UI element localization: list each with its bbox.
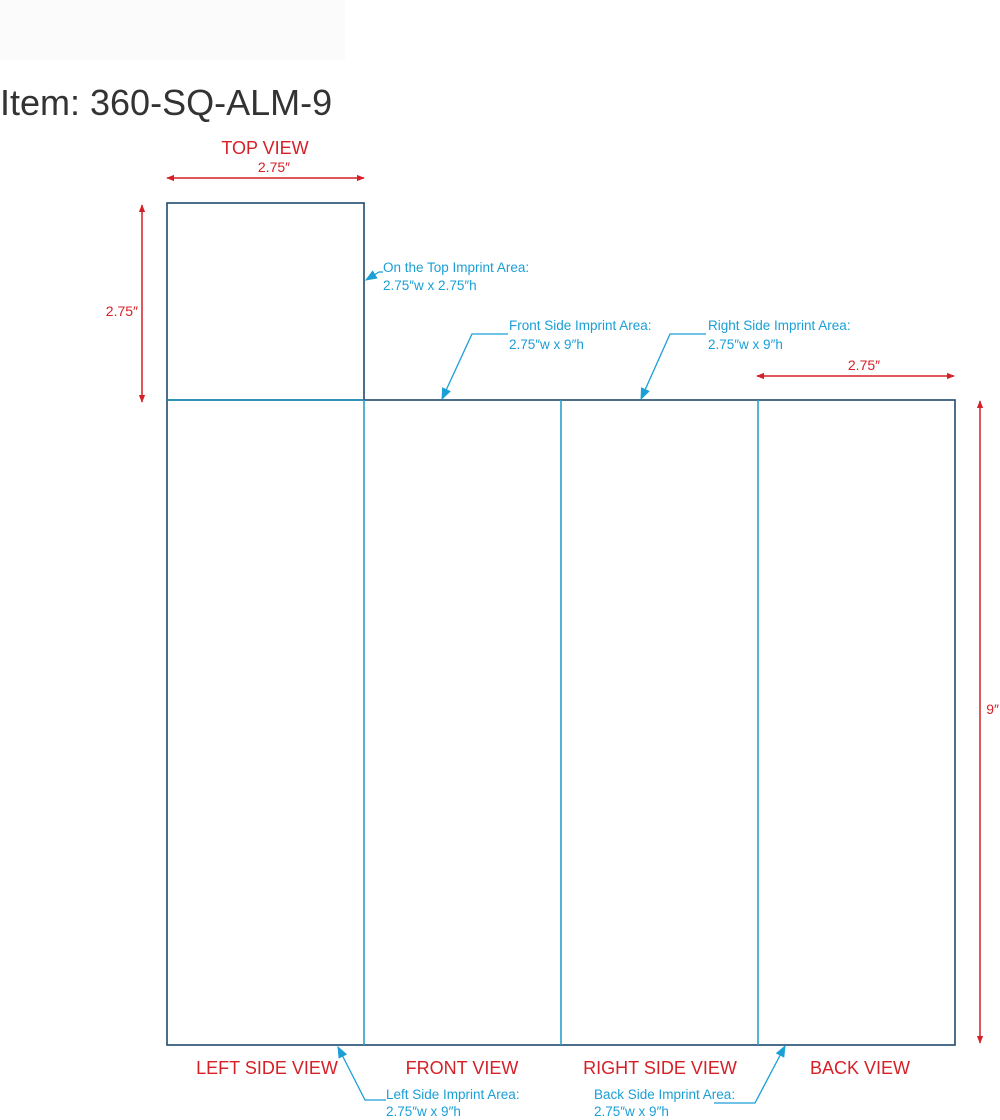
- front-callout-leader: [441, 333, 508, 401]
- left-imprint-size: 2.75″w x 9″h: [386, 1104, 461, 1119]
- front-imprint-size: 2.75″w x 9″h: [509, 337, 584, 352]
- right-imprint-callout: Right Side Imprint Area: 2.75″w x 9″h: [708, 318, 851, 352]
- left-callout-leader: [337, 1045, 386, 1101]
- front-view-label: FRONT VIEW: [406, 1058, 519, 1078]
- top-imprint-title: On the Top Imprint Area:: [383, 260, 529, 275]
- top-view-label: TOP VIEW: [221, 138, 308, 158]
- page-title: Item: 360-SQ-ALM-9: [0, 82, 332, 123]
- header-band: [0, 0, 345, 60]
- left-side-view-label: LEFT SIDE VIEW: [196, 1058, 338, 1078]
- back-width-label: 2.75″: [848, 357, 880, 373]
- template-panels: [166, 202, 956, 1046]
- back-imprint-title: Back Side Imprint Area:: [594, 1087, 735, 1102]
- back-callout-leader: [714, 1044, 786, 1104]
- back-imprint-size: 2.75″w x 9″h: [594, 1104, 669, 1119]
- right-callout-leader: [640, 333, 706, 401]
- right-side-view-label: RIGHT SIDE VIEW: [583, 1058, 737, 1078]
- callout-leaders: [337, 270, 786, 1104]
- dimension-lines: [138, 174, 984, 1044]
- top-width-label: 2.75″: [258, 159, 290, 175]
- right-imprint-size: 2.75″w x 9″h: [708, 337, 783, 352]
- back-imprint-callout: Back Side Imprint Area: 2.75″w x 9″h: [594, 1087, 735, 1119]
- top-view-panel: [166, 202, 365, 401]
- top-imprint-callout: On the Top Imprint Area: 2.75″w x 2.75″h: [383, 260, 529, 293]
- right-imprint-title: Right Side Imprint Area:: [708, 318, 851, 333]
- back-view-label: BACK VIEW: [810, 1058, 910, 1078]
- top-height-label: 2.75″: [106, 303, 138, 319]
- top-callout-leader: [364, 270, 383, 281]
- front-imprint-title: Front Side Imprint Area:: [509, 318, 652, 333]
- left-imprint-callout: Left Side Imprint Area: 2.75″w x 9″h: [386, 1087, 520, 1119]
- left-imprint-title: Left Side Imprint Area:: [386, 1087, 520, 1102]
- front-imprint-callout: Front Side Imprint Area: 2.75″w x 9″h: [509, 318, 652, 352]
- height-label: 9″: [986, 701, 999, 717]
- top-imprint-size: 2.75″w x 2.75″h: [383, 278, 477, 293]
